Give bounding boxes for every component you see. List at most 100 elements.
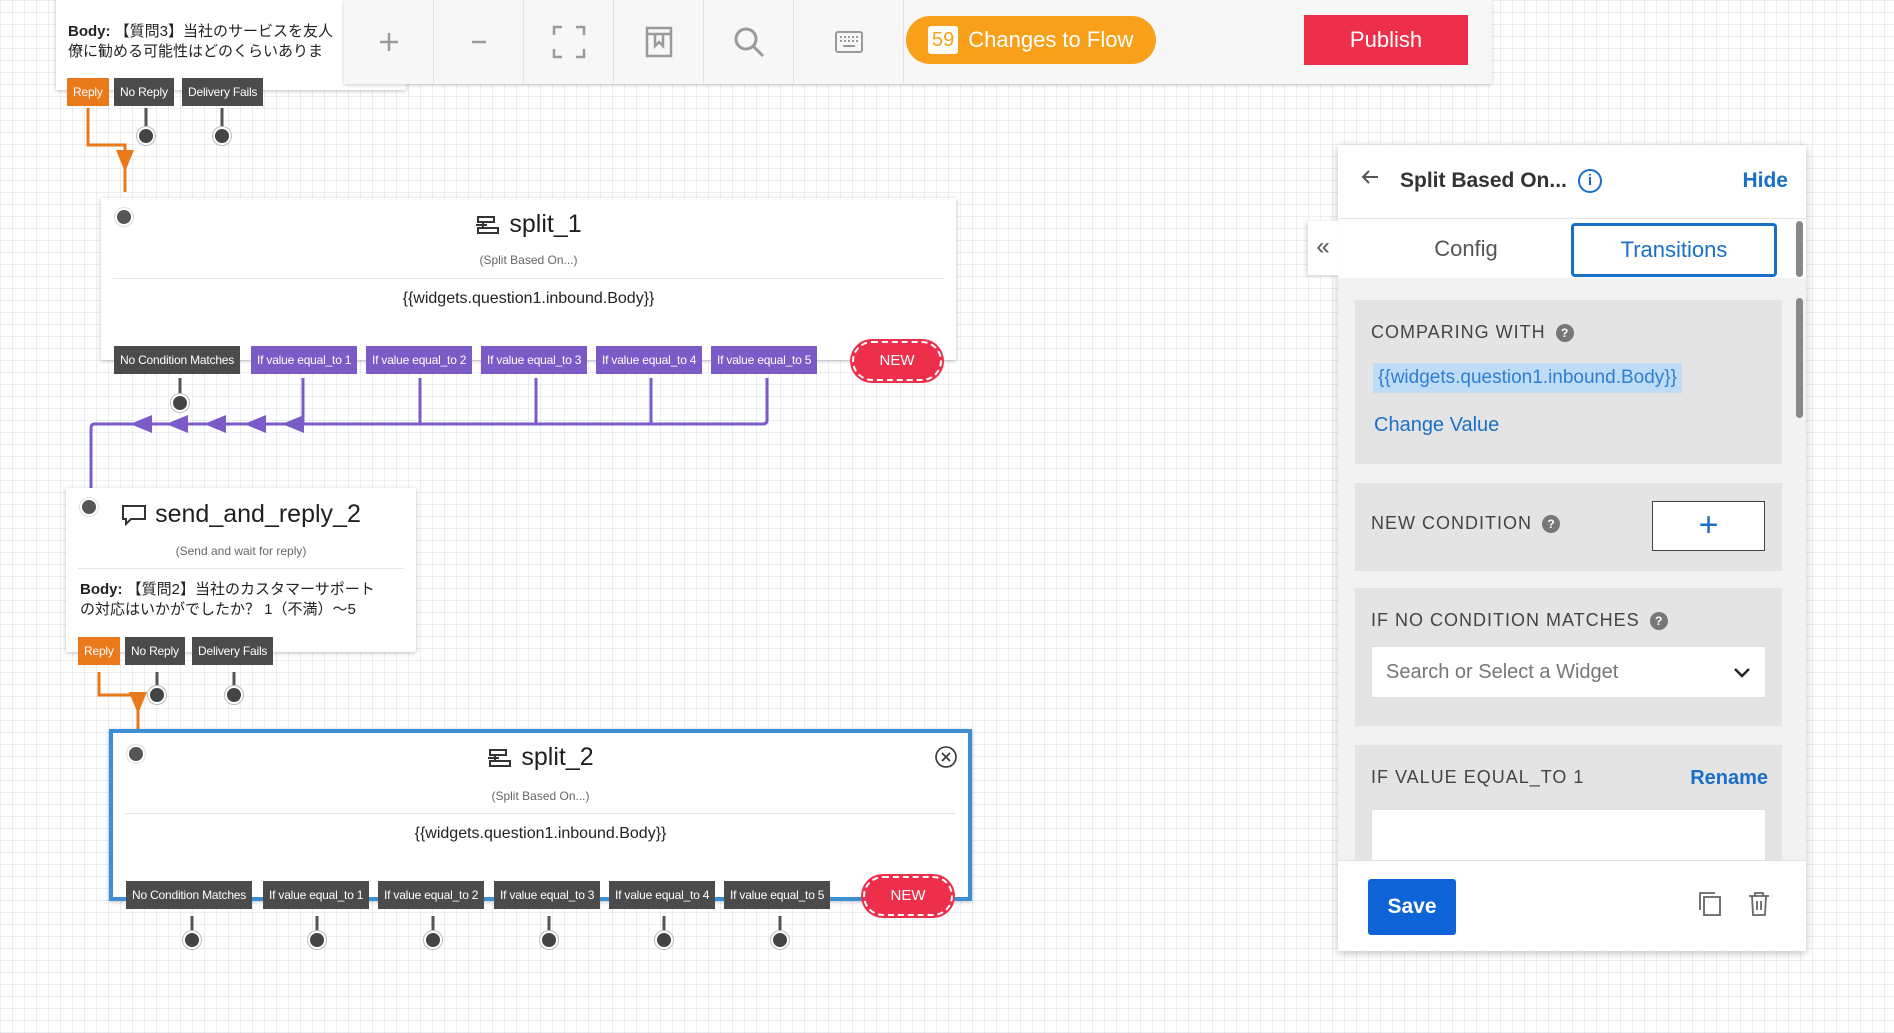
new-condition-label-text: NEW CONDITION (1371, 513, 1532, 533)
question3-body-label: Body: (68, 23, 111, 40)
widget-split-1[interactable]: split_1 (Split Based On...) {{widgets.qu… (101, 198, 956, 360)
no-condition-section: IF NO CONDITION MATCHES? Search or Selec… (1355, 588, 1782, 726)
sr2-title-row: send_and_reply_2 (66, 500, 416, 529)
transition-no-reply[interactable]: No Reply (125, 637, 185, 665)
sr2-title: send_and_reply_2 (155, 500, 361, 528)
fit-screen-button[interactable] (524, 0, 614, 84)
wire-arrow (130, 415, 152, 433)
comparing-with-label-text: COMPARING WITH (1371, 322, 1546, 342)
new-transition-button[interactable]: NEW (852, 341, 942, 381)
transition-equal-to-3[interactable]: If value equal_to 3 (481, 346, 588, 374)
transition-reply[interactable]: Reply (67, 78, 109, 106)
chat-bubble-icon (122, 504, 147, 526)
changes-count-badge: 59 (928, 26, 959, 54)
zoom-in-button[interactable] (344, 0, 434, 84)
wire-arrow (166, 415, 188, 433)
transition-no-condition-matches[interactable]: No Condition Matches (114, 346, 241, 374)
changes-to-flow-button[interactable]: 59 Changes to Flow (906, 16, 1156, 64)
connector-dot[interactable] (171, 394, 189, 412)
plus-icon (379, 33, 398, 51)
transition-no-reply[interactable]: No Reply (114, 78, 174, 106)
split1-title-row: split_1 (101, 210, 956, 239)
tab-config[interactable]: Config (1434, 236, 1498, 261)
transition-equal-to-5[interactable]: If value equal_to 5 (711, 346, 818, 374)
tab-transitions[interactable]: Transitions (1571, 223, 1777, 277)
add-condition-button[interactable]: + (1652, 501, 1765, 551)
connector-dot[interactable] (213, 127, 231, 145)
keyboard-button[interactable] (794, 0, 904, 84)
transition-equal-to-2[interactable]: If value equal_to 2 (366, 346, 473, 374)
transition-equal-to-4[interactable]: If value equal_to 4 (609, 881, 716, 909)
panel-body-scrollbar[interactable] (1796, 298, 1803, 418)
info-icon[interactable]: i (1578, 169, 1602, 193)
split1-subtitle: (Split Based On...) (479, 253, 578, 267)
save-button[interactable]: Save (1368, 879, 1456, 935)
changes-label: Changes to Flow (968, 27, 1134, 52)
question3-body: Body: 【質問3】当社のサービスを友人 僚に勧める可能性はどのくらいありま (68, 22, 392, 62)
help-icon[interactable]: ? (1542, 515, 1560, 534)
wire-split1-branches (89, 378, 769, 498)
split2-subtitle: (Split Based On...) (491, 789, 590, 803)
transition-equal-to-5[interactable]: If value equal_to 5 (724, 881, 831, 909)
panel-body: COMPARING WITH? {{widgets.question1.inbo… (1338, 278, 1806, 860)
input-connector-dot[interactable] (127, 745, 145, 763)
divider (125, 813, 956, 814)
connector-dot[interactable] (308, 931, 326, 949)
connector-dot[interactable] (540, 931, 558, 949)
minus-icon (471, 40, 486, 44)
collapse-panel-button[interactable]: « (1308, 221, 1338, 275)
transition-reply[interactable]: Reply (78, 637, 120, 665)
transition-equal-to-3[interactable]: If value equal_to 3 (494, 881, 601, 909)
split-icon (488, 748, 512, 767)
connector-dot[interactable] (137, 127, 155, 145)
widget-select-dropdown[interactable]: Search or Select a Widget (1371, 646, 1766, 698)
new-transition-button[interactable]: NEW (863, 876, 953, 916)
copy-icon[interactable] (1698, 891, 1722, 917)
connector-dot[interactable] (424, 931, 442, 949)
new-condition-section: NEW CONDITION? + (1355, 483, 1782, 571)
wire-arrow (116, 150, 134, 172)
transition-equal-to-1[interactable]: If value equal_to 1 (251, 346, 358, 374)
search-button[interactable] (704, 0, 794, 84)
connector-dot[interactable] (771, 931, 789, 949)
widget-config-panel: « Split Based On... i Hide Config Transi… (1308, 145, 1806, 951)
bookmark-button[interactable] (614, 0, 704, 84)
value1-select[interactable] (1371, 809, 1766, 860)
value-equal-to-1-section: IF VALUE EQUAL_TO 1 Rename (1355, 745, 1782, 860)
zoom-out-button[interactable] (434, 0, 524, 84)
split1-expression: {{widgets.question1.inbound.Body}} (402, 290, 655, 307)
hide-panel-link[interactable]: Hide (1742, 169, 1788, 192)
chevron-down-icon (1734, 668, 1750, 678)
connector-dot[interactable] (225, 686, 243, 704)
panel-scrollbar[interactable] (1796, 221, 1803, 277)
sr2-body-text-2: の対応はいかがでしたか？ 1（不満）～5 (80, 601, 356, 618)
trash-icon[interactable] (1748, 891, 1770, 917)
transition-equal-to-4[interactable]: If value equal_to 4 (596, 346, 703, 374)
input-connector-dot[interactable] (115, 208, 133, 226)
divider (113, 278, 944, 279)
arrow-left-icon[interactable] (1360, 167, 1380, 187)
help-icon[interactable]: ? (1555, 324, 1574, 343)
help-icon[interactable]: ? (1649, 612, 1668, 631)
sr2-body-label: Body: (80, 581, 123, 598)
transition-equal-to-1[interactable]: If value equal_to 1 (263, 881, 370, 909)
comparing-with-value: {{widgets.question1.inbound.Body}} (1373, 363, 1682, 393)
connector-dot[interactable] (655, 931, 673, 949)
connector-dot[interactable] (183, 931, 201, 949)
panel-header: Split Based On... i Hide (1338, 145, 1806, 219)
change-value-link[interactable]: Change Value (1374, 414, 1500, 436)
publish-button[interactable]: Publish (1304, 15, 1468, 65)
input-connector-dot[interactable] (80, 498, 98, 516)
widget-split-2[interactable]: split_2 (Split Based On...) {{widgets.qu… (109, 729, 972, 901)
sr2-body-text: 【質問2】当社のカスタマーサポート (126, 581, 375, 598)
close-circle-icon[interactable] (934, 745, 958, 769)
connector-dot[interactable] (148, 686, 166, 704)
widget-send-and-reply-2[interactable]: send_and_reply_2 (Send and wait for repl… (66, 488, 416, 652)
transition-no-condition-matches[interactable]: No Condition Matches (126, 881, 253, 909)
transition-delivery-fails[interactable]: Delivery Fails (192, 637, 274, 665)
transition-equal-to-2[interactable]: If value equal_to 2 (378, 881, 485, 909)
split2-title: split_2 (521, 743, 594, 771)
rename-link[interactable]: Rename (1690, 767, 1768, 789)
transition-delivery-fails[interactable]: Delivery Fails (182, 78, 264, 106)
